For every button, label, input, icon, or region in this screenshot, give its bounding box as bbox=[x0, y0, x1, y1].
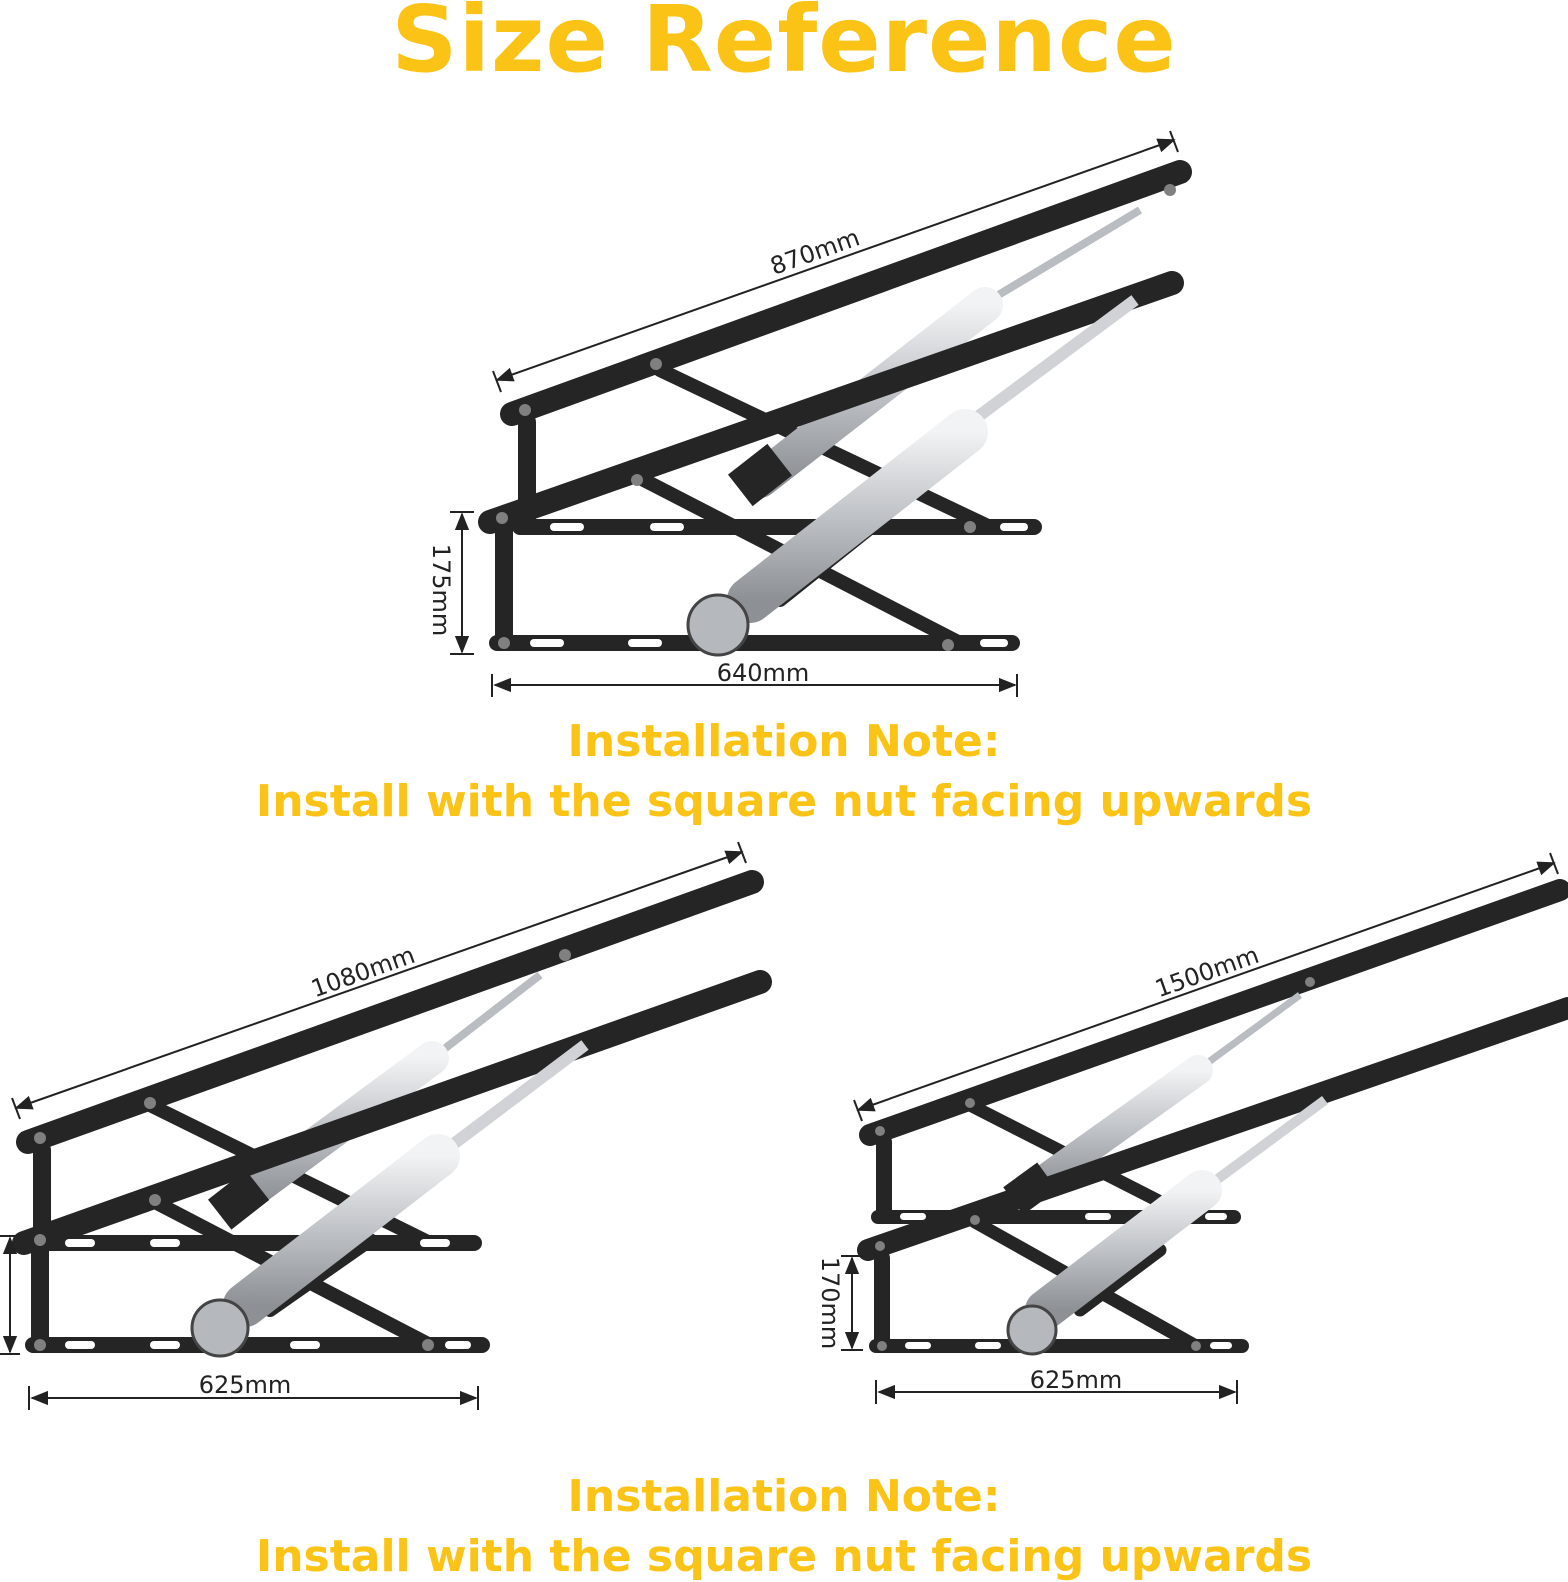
dimension-lines bbox=[450, 130, 1179, 697]
length-label-bottom-left: 1080mm bbox=[307, 941, 418, 1003]
dimension-lines bbox=[0, 841, 747, 1410]
mechanism-bottom-right: 1500mm 625mm 170mm bbox=[816, 852, 1568, 1404]
note-text: Install with the square nut facing upwar… bbox=[255, 1531, 1313, 1582]
front-frame bbox=[478, 271, 1184, 651]
page-title: Size Reference bbox=[391, 0, 1177, 93]
installation-note-top: Installation Note: Install with the squa… bbox=[0, 720, 1568, 824]
mechanism-bottom-left: 1080mm 625mm bbox=[0, 841, 772, 1410]
width-label-bottom-right: 625mm bbox=[1030, 1366, 1123, 1394]
width-label-bottom-left: 625mm bbox=[199, 1371, 292, 1399]
frame-holes bbox=[65, 1239, 471, 1349]
dimension-lines bbox=[841, 852, 1559, 1404]
front-frame bbox=[12, 970, 772, 1353]
installation-note-bottom: Installation Note: Install with the squa… bbox=[0, 1475, 1568, 1579]
frame-holes bbox=[530, 523, 1028, 647]
height-label-top: 175mm bbox=[427, 544, 455, 637]
note-text: Install with the square nut facing upwar… bbox=[255, 776, 1313, 827]
frame-holes bbox=[900, 1213, 1232, 1349]
note-heading: Installation Note: bbox=[567, 1471, 1001, 1522]
front-actuator bbox=[1006, 1095, 1328, 1356]
length-label-top: 870mm bbox=[767, 223, 864, 280]
mechanism-top: 870mm 640mm 175mm bbox=[427, 130, 1192, 697]
note-heading: Installation Note: bbox=[567, 716, 1001, 767]
width-label-top: 640mm bbox=[717, 659, 810, 687]
height-label-bottom-right: 170mm bbox=[816, 1257, 844, 1350]
